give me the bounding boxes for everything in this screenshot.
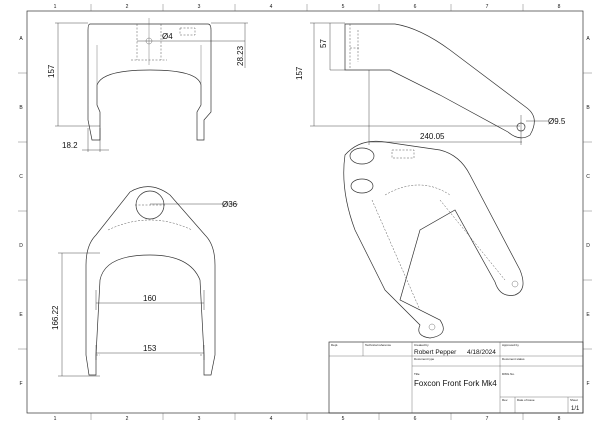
sheet-label: Sheet [570, 398, 578, 402]
dim-side-length: 240.05 [420, 132, 445, 141]
dim-side-height-top: 57 [319, 39, 328, 48]
row-label: C [19, 174, 23, 180]
row-label: F [19, 381, 22, 387]
row-label: F [586, 381, 589, 387]
row-label: A [586, 36, 590, 42]
row-label: D [19, 243, 23, 249]
front-view: 157 Ø4 28.23 18.2 [47, 18, 248, 152]
technical-reference-label: Technical reference [365, 343, 391, 347]
column-label: 4 [270, 4, 273, 10]
bottom-view: Ø36 166.22 160 153 [51, 186, 238, 377]
column-label: 8 [558, 4, 561, 10]
document-status-label: Document status [502, 357, 525, 361]
column-label: 2 [126, 416, 129, 422]
row-label: A [19, 36, 23, 42]
column-label: 8 [558, 416, 561, 422]
side-view: 157 57 240.05 Ø9.5 [295, 22, 566, 145]
column-label: 2 [126, 4, 129, 10]
dim-side-height-total: 157 [295, 66, 304, 80]
created-by: Robert Pepper [414, 349, 457, 356]
dim-front-hole: Ø4 [162, 32, 173, 41]
row-labels-left: A B C D E F [18, 36, 27, 387]
column-label: 1 [54, 416, 57, 422]
title-block: Dept. Technical reference Created by Rob… [328, 341, 584, 414]
rev-label: Rev. [502, 398, 508, 402]
column-label: 5 [342, 4, 345, 10]
row-label: E [586, 312, 590, 318]
column-label: 7 [486, 4, 489, 10]
dwg-no-label: DWG No. [502, 372, 515, 376]
row-label: C [586, 174, 590, 180]
column-label: 6 [414, 4, 417, 10]
column-label: 6 [414, 416, 417, 422]
document-type-label: Document type [414, 357, 435, 361]
column-label: 5 [342, 416, 345, 422]
isometric-view [343, 140, 524, 339]
title-label: Title [414, 372, 420, 376]
column-labels-top: 1 2 3 4 5 6 7 8 [54, 4, 561, 11]
dim-front-offset: 28.23 [236, 45, 245, 66]
created-date: 4/18/2024 [467, 349, 496, 356]
sheet-number: 1/1 [571, 406, 580, 412]
row-label: B [586, 105, 590, 111]
date-of-issue-label: Date of issue [517, 398, 535, 402]
dept-label: Dept. [331, 343, 338, 347]
dim-bottom-width-lower: 153 [143, 344, 157, 353]
row-labels-right: A B C D E F [583, 36, 592, 387]
dim-bottom-steerer: Ø36 [222, 200, 238, 209]
column-label: 3 [198, 416, 201, 422]
drawing-frame [26, 10, 584, 414]
column-label: 3 [198, 4, 201, 10]
dim-front-lug-width: 18.2 [62, 141, 78, 150]
drawing-title: Foxcon Front Fork Mk4 [414, 379, 497, 388]
approved-by-label: Approved by [502, 343, 519, 347]
dim-bottom-height: 166.22 [51, 305, 60, 330]
column-label: 4 [270, 416, 273, 422]
created-by-label: Created by [414, 343, 429, 347]
row-label: B [19, 105, 23, 111]
column-labels-bottom: 1 2 3 4 5 6 7 8 [54, 413, 561, 422]
row-label: D [586, 243, 590, 249]
dim-side-hole: Ø9.5 [548, 117, 566, 126]
row-label: E [19, 312, 23, 318]
dim-front-height: 157 [47, 64, 56, 78]
column-label: 7 [486, 416, 489, 422]
column-label: 1 [54, 4, 57, 10]
dim-bottom-width-inner: 160 [143, 294, 157, 303]
